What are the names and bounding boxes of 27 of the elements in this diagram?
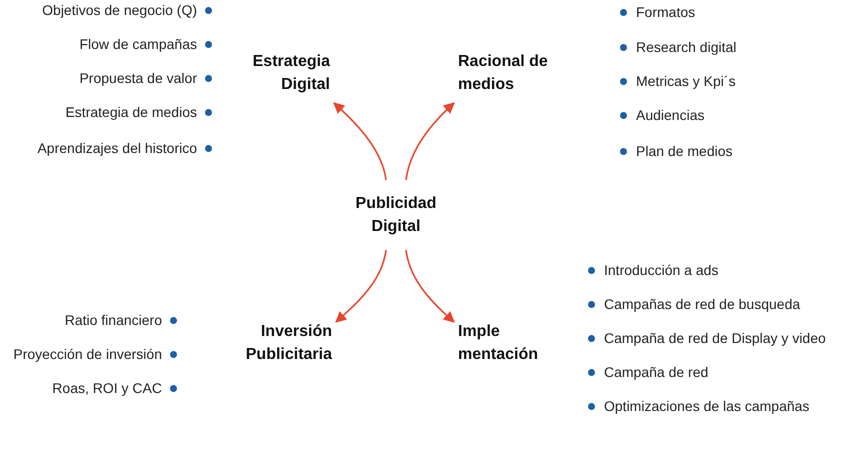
curved-arrow: [335, 250, 387, 323]
list-item: Proyección de inversión: [13, 345, 162, 363]
list-item: Roas, ROI y CAC: [52, 379, 162, 397]
list-item: Metricas y Kpi´s: [636, 72, 736, 90]
list-item: Campaña de red: [604, 363, 708, 381]
curved-arrow: [333, 102, 387, 180]
list-item: Formatos: [636, 3, 696, 21]
topic-heading: Racional de medios: [458, 48, 570, 98]
list-item: Plan de medios: [636, 142, 733, 160]
topic-heading: Inversión Publicitaria: [228, 318, 332, 368]
curved-arrow: [405, 102, 455, 180]
list-item: Audiencias: [636, 106, 704, 124]
list-item: Ratio financiero: [64, 311, 162, 329]
list-item: Propuesta de valor: [79, 69, 197, 87]
list-item: Campañas de red de busqueda: [604, 295, 800, 313]
list-item: Campaña de red de Display y video: [604, 329, 826, 347]
list-item: Optimizaciones de las campañas: [604, 397, 810, 415]
list-item: Estrategia de medios: [65, 103, 197, 121]
list-item: Flow de campañas: [79, 35, 197, 53]
list-item: Introducción a ads: [604, 261, 718, 279]
topic-heading: Estrategia Digital: [226, 48, 330, 98]
list-item: Aprendizajes del historico: [37, 139, 197, 157]
curved-arrow: [405, 250, 455, 323]
topic-heading: Publicidad Digital: [340, 180, 452, 250]
list-item: Objetivos de negocio (Q): [42, 1, 197, 19]
topic-heading: Imple mentación: [458, 318, 558, 368]
list-item: Research digital: [636, 38, 736, 56]
